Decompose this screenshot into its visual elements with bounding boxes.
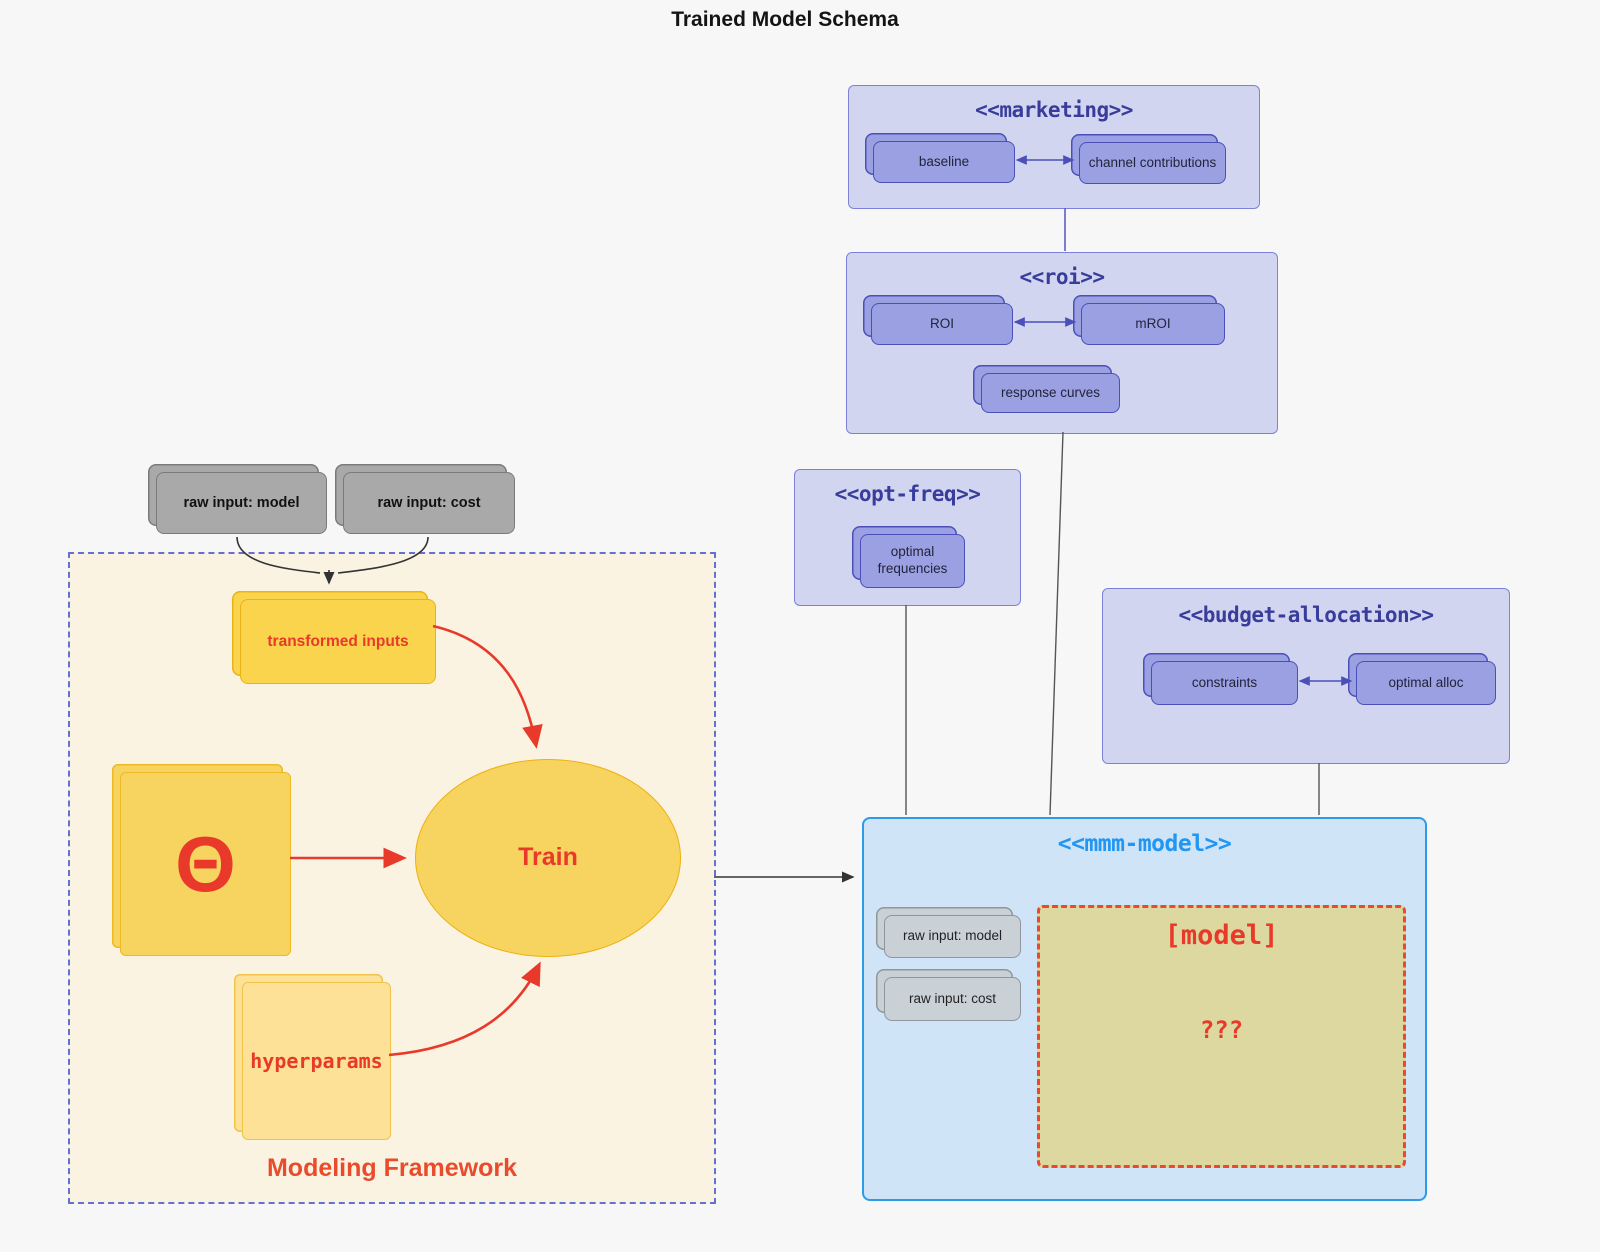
node-channel-contributions: channel contributions xyxy=(1079,142,1226,184)
node-model-placeholder: [model] ??? xyxy=(1037,905,1406,1168)
node-baseline: baseline xyxy=(873,141,1015,183)
node-train: Train xyxy=(415,759,681,957)
node-mmm-raw-input-cost: raw input: cost xyxy=(884,977,1021,1021)
marketing-title: <<marketing>> xyxy=(975,98,1133,122)
node-raw-input-cost: raw input: cost xyxy=(343,472,515,534)
mmm-model-title: <<mmm-model>> xyxy=(1057,831,1232,857)
node-transformed-inputs-label: transformed inputs xyxy=(267,632,409,650)
node-response-curves: response curves xyxy=(981,373,1120,413)
container-modeling-framework: transformed inputs Θ Train hyperparams M… xyxy=(68,552,716,1204)
node-raw-input-model-label: raw input: model xyxy=(183,494,300,511)
model-placeholder-label: [model] xyxy=(1164,920,1279,951)
container-marketing: <<marketing>> baseline channel contribut… xyxy=(848,85,1260,209)
container-mmm-model: <<mmm-model>> raw input: model raw input… xyxy=(862,817,1427,1201)
node-mmm-raw-input-model-label: raw input: model xyxy=(902,928,1003,944)
node-mmm-raw-input-cost-label: raw input: cost xyxy=(908,990,997,1006)
opt-freq-title: <<opt-freq>> xyxy=(834,482,981,506)
node-mroi-label: mROI xyxy=(1135,315,1171,331)
node-baseline-label: baseline xyxy=(918,153,970,169)
model-unknown-label: ??? xyxy=(1199,1016,1244,1044)
node-constraints: constraints xyxy=(1151,661,1298,705)
node-transformed-inputs: transformed inputs xyxy=(240,599,436,684)
node-train-label: Train xyxy=(518,843,578,872)
node-raw-input-cost-label: raw input: cost xyxy=(377,494,481,511)
node-roi: ROI xyxy=(871,303,1013,345)
budget-allocation-title: <<budget-allocation>> xyxy=(1178,603,1434,627)
node-optimal-frequencies-label: optimal frequencies xyxy=(877,544,948,576)
node-constraints-label: constraints xyxy=(1191,674,1258,690)
modeling-framework-label: Modeling Framework xyxy=(266,1154,518,1182)
node-roi-label: ROI xyxy=(929,315,954,331)
container-budget-allocation: <<budget-allocation>> constraints optima… xyxy=(1102,588,1510,764)
node-optimal-alloc-label: optimal alloc xyxy=(1388,674,1464,690)
node-hyperparams-label: hyperparams xyxy=(250,1048,383,1073)
node-mroi: mROI xyxy=(1081,303,1225,345)
node-response-curves-label: response curves xyxy=(1000,384,1101,400)
node-optimal-frequencies: optimal frequencies xyxy=(860,534,965,588)
node-raw-input-model: raw input: model xyxy=(156,472,327,534)
roi-title: <<roi>> xyxy=(1019,265,1105,289)
node-theta-label: Θ xyxy=(175,820,236,908)
container-roi: <<roi>> ROI mROI response curves xyxy=(846,252,1278,434)
node-channel-contributions-label: channel contributions xyxy=(1088,154,1217,170)
node-hyperparams: hyperparams xyxy=(242,982,391,1140)
node-optimal-alloc: optimal alloc xyxy=(1356,661,1496,705)
node-mmm-raw-input-model: raw input: model xyxy=(884,915,1021,958)
page-title: Trained Model Schema xyxy=(671,8,899,31)
node-theta: Θ xyxy=(120,772,291,956)
container-opt-freq: <<opt-freq>> optimal frequencies xyxy=(794,469,1021,606)
edge-roi-mmm xyxy=(1049,431,1064,816)
